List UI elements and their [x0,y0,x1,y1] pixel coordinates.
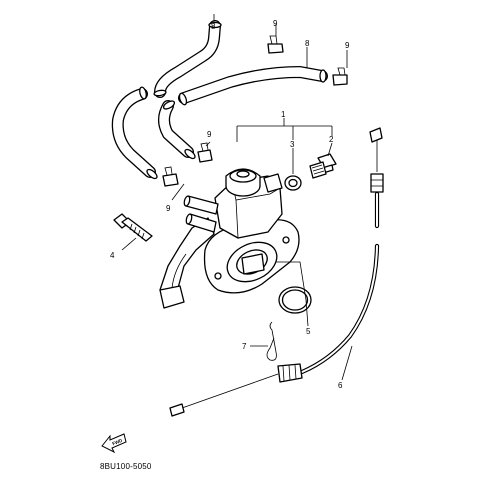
callout-6: 6 [338,381,343,390]
callout-4: 4 [110,251,115,260]
callout-5: 5 [306,327,311,336]
bleed-screw[interactable] [309,153,337,179]
callout-8-upper: 8 [211,22,216,31]
gasket-washer[interactable] [284,175,302,191]
fuel-pump-body[interactable] [159,168,300,309]
hose-lower[interactable] [178,66,328,106]
clamp-top-center[interactable] [267,35,284,54]
clip[interactable] [266,321,277,361]
hose-center[interactable] [158,99,196,160]
callout-7: 7 [242,342,247,351]
mounting-bolt[interactable] [113,213,153,242]
drawing-code: 8BU100-5050 [100,462,152,471]
pump-outlet-nipple [185,213,217,233]
forward-arrow-icon: FWD [101,433,127,454]
hose-left-loop[interactable] [111,86,159,180]
callout-8-lower: 8 [305,39,310,48]
clamp-left[interactable] [162,166,179,187]
forward-arrow-label: FWD [112,438,124,447]
callout-1: 1 [281,110,286,119]
callout-3: 3 [290,140,295,149]
callout-9-c: 9 [207,130,212,139]
hose-upper[interactable] [153,20,222,98]
o-ring[interactable] [278,286,312,314]
clamp-top-right[interactable] [332,67,348,86]
control-cable[interactable] [169,127,384,417]
clamp-mid[interactable] [197,142,213,163]
callout-9-b: 9 [345,41,350,50]
callout-9-d: 9 [166,204,171,213]
callout-9-a: 9 [273,19,278,28]
pump-inlet-nipple [183,195,219,215]
leader-lines [121,14,353,381]
callout-2: 2 [329,135,334,144]
